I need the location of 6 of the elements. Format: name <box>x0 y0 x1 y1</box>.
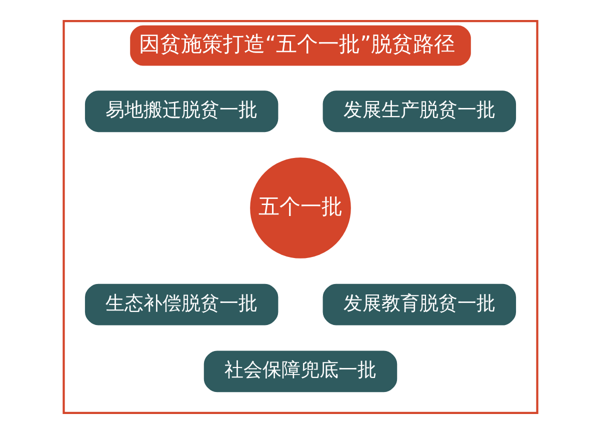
node-box: 发展教育脱贫一批 <box>322 284 516 326</box>
node-box: 生态补偿脱贫一批 <box>84 284 278 326</box>
node-box: 易地搬迁脱贫一批 <box>84 90 278 132</box>
node-circle: 五个一批 <box>250 158 350 258</box>
node-box: 社会保障兜底一批 <box>203 350 397 392</box>
node-box: 发展生产脱贫一批 <box>322 90 516 132</box>
